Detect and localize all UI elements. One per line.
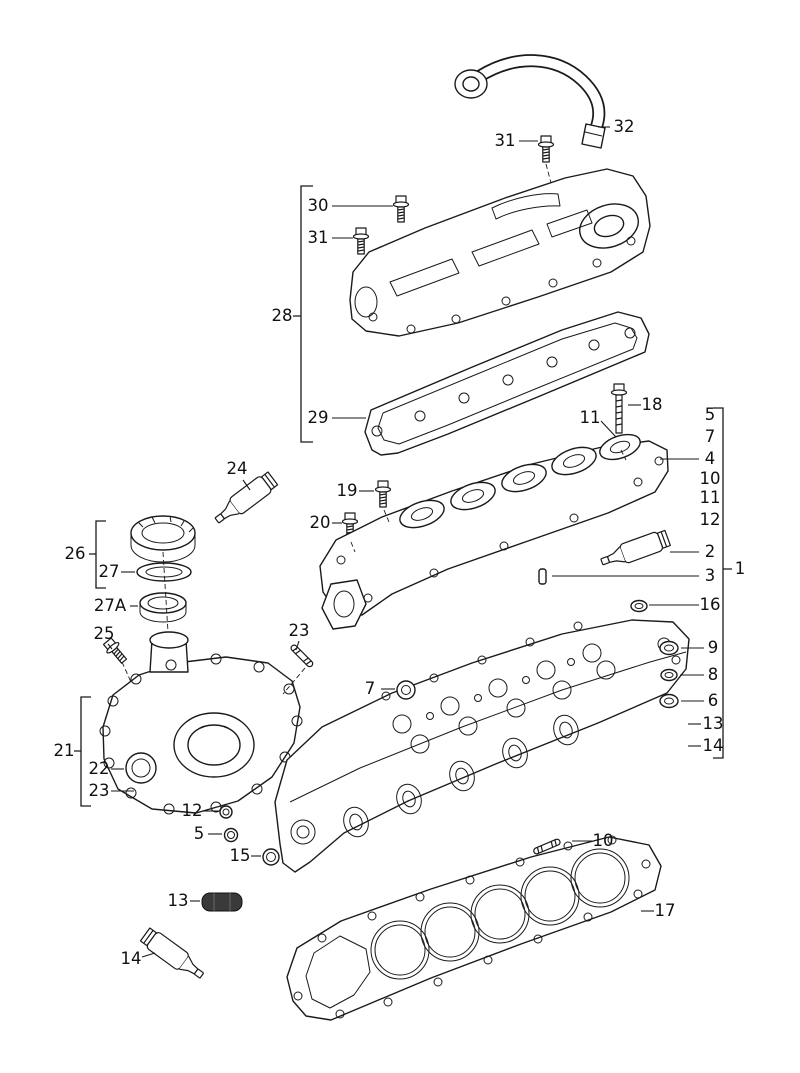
- camshaft-carrier: [319, 433, 669, 630]
- callout-21: 21: [54, 741, 75, 760]
- callout-12-col: 12: [700, 510, 721, 529]
- filler-ring-27a: [139, 592, 187, 623]
- group-brackets: [74, 185, 732, 807]
- ring-15: [262, 848, 280, 866]
- callout-16: 16: [700, 595, 721, 614]
- nut-12: [219, 805, 233, 819]
- bracket-1: [713, 407, 732, 759]
- callout-18: 18: [642, 395, 663, 414]
- callout-3: 3: [705, 566, 716, 585]
- oil-filler-cap: [130, 515, 196, 563]
- callout-14-tube: 14: [121, 949, 142, 968]
- callout-15: 15: [230, 846, 251, 865]
- bolt-18: [610, 383, 628, 434]
- callout-10-stud: 10: [593, 831, 614, 850]
- callout-13-sleeve: 13: [168, 891, 189, 910]
- seal-6: [659, 693, 679, 709]
- seal-16: [630, 599, 648, 613]
- callout-2: 2: [705, 542, 716, 561]
- callout-27: 27: [99, 562, 120, 581]
- callout-32: 32: [614, 117, 635, 136]
- callout-30: 30: [308, 196, 329, 215]
- cylinder-head: [274, 619, 690, 873]
- callout-11-col: 11: [700, 488, 721, 507]
- callout-23-cover: 23: [89, 781, 110, 800]
- plug-7: [396, 680, 416, 700]
- callout-1: 1: [735, 559, 746, 578]
- stud-23: [289, 643, 315, 669]
- callout-12-left: 12: [182, 801, 203, 820]
- breather-hose: [454, 54, 606, 149]
- callout-9: 9: [708, 638, 719, 657]
- bracket-28: [293, 185, 313, 443]
- callout-29: 29: [308, 408, 329, 427]
- callout-23-stud: 23: [289, 621, 310, 640]
- callout-28: 28: [272, 306, 293, 325]
- callout-25: 25: [94, 624, 115, 643]
- callout-27a: 27A: [94, 596, 127, 615]
- valve-cover: [349, 168, 651, 337]
- seal-8: [660, 668, 678, 682]
- callout-7-plug: 7: [365, 679, 376, 698]
- dowel-3: [538, 568, 547, 585]
- callout-11-washer: 11: [580, 408, 601, 427]
- callout-4: 4: [705, 449, 716, 468]
- callout-31-cover: 31: [308, 228, 329, 247]
- callout-5-col: 5: [705, 405, 716, 424]
- callout-10-col: 10: [700, 469, 721, 488]
- callout-labels: 32 31 30 31 28 29 18 11 5 7 4 10 11 12 2…: [54, 117, 746, 968]
- bracket-26: [89, 520, 106, 589]
- bolt-31-hose: [537, 135, 555, 163]
- callout-5-left: 5: [194, 824, 205, 843]
- callout-17: 17: [655, 901, 676, 920]
- callout-26: 26: [65, 544, 86, 563]
- sleeve-13: [201, 892, 243, 912]
- callout-31-hose: 31: [495, 131, 516, 150]
- bolt-19: [374, 480, 392, 508]
- callout-6: 6: [708, 691, 719, 710]
- callout-22: 22: [89, 759, 110, 778]
- callout-24: 24: [227, 459, 248, 478]
- bolt-31-cover: [352, 227, 370, 255]
- sealant-tube-2: [597, 527, 672, 572]
- leader-lines: [107, 126, 704, 958]
- valve-cover-gasket: [364, 311, 650, 456]
- alignment-lines: [121, 163, 627, 695]
- sealant-tube-24: [210, 469, 280, 530]
- bolt-30: [392, 195, 410, 223]
- callout-8: 8: [708, 665, 719, 684]
- callout-13-col: 13: [703, 714, 724, 733]
- bracket-21: [74, 696, 91, 807]
- cap-5: [223, 827, 239, 843]
- callout-19: 19: [337, 481, 358, 500]
- seal-22: [125, 752, 157, 784]
- head-gasket: [286, 835, 662, 1021]
- front-cover: [99, 631, 303, 815]
- callout-7-col: 7: [705, 427, 716, 446]
- seal-9: [659, 640, 679, 656]
- callout-20: 20: [310, 513, 331, 532]
- callout-14-col: 14: [703, 736, 724, 755]
